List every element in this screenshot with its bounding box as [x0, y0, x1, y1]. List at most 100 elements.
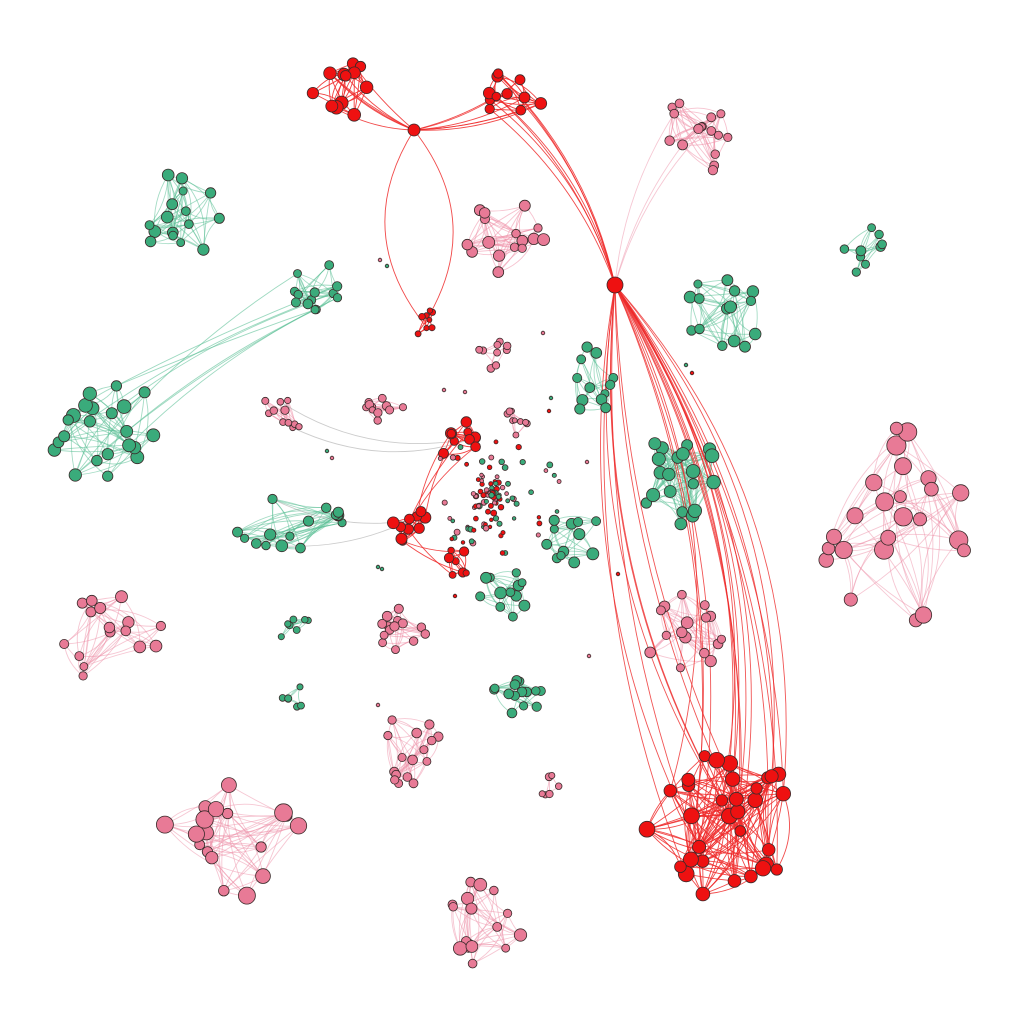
graph-node-pink-left-mid [115, 590, 128, 604]
graph-edge [887, 537, 924, 616]
graph-node-pink-tiny [548, 772, 556, 780]
graph-node-green-center-right-c [573, 528, 586, 541]
graph-node-pink-upper-center [533, 223, 543, 233]
graph-node-pink-center-low [387, 715, 397, 725]
graph-node-green-right-mid [739, 340, 751, 353]
graph-node-pink-tiny [538, 790, 546, 798]
graph-node-green-bottom-center [531, 701, 542, 712]
graph-node-pink-small-c [276, 397, 285, 406]
graph-node-green-top-left [166, 198, 179, 211]
graph-edge [329, 72, 415, 131]
graph-node-pink-bottom-center [473, 877, 488, 892]
graph-node-green-right-mid [745, 295, 757, 306]
graph-node-red-center-a [460, 416, 473, 428]
graph-node-pink-left-mid [74, 651, 85, 661]
graph-node-green-left-large [146, 428, 161, 443]
graph-node-satellite [540, 330, 546, 336]
graph-node-red-center-a [438, 447, 449, 459]
graph-edge [776, 793, 790, 870]
graph-node-green-left-large [102, 470, 114, 482]
graph-edge [660, 610, 681, 668]
graph-node-center-scatter [556, 479, 562, 484]
graph-node-pink-top-right [677, 139, 688, 151]
graph-node-green-top-left [168, 230, 178, 241]
graph-node-center-scatter [457, 444, 464, 451]
graph-node-pink-center-mid [408, 636, 419, 646]
graph-node-center-scatter [504, 491, 509, 496]
graph-node-red-center-b [413, 522, 425, 534]
graph-node-red-top-left [306, 87, 319, 100]
graph-edge [392, 718, 430, 725]
graph-node-pink-upper-center [492, 266, 505, 278]
graph-node-green-left-low [295, 542, 306, 554]
graph-node-green-left-mid [324, 260, 335, 271]
graph-node-pink-small-a [475, 345, 484, 354]
graph-edge [679, 775, 772, 867]
graph-node-green-right-mid [728, 285, 741, 297]
graph-node-center-scatter [513, 500, 520, 507]
graph-node-green-center-right-b [651, 451, 666, 466]
graph-node-center-scatter [536, 515, 542, 520]
graph-node-center-scatter [468, 538, 475, 545]
graph-node-center-scatter [486, 464, 493, 470]
graph-node-red-top-right [484, 103, 495, 115]
graph-node-green-left-low [321, 502, 332, 514]
graph-node-green-center-right-b [663, 485, 677, 498]
graph-node-green-right-mid [721, 274, 734, 287]
graph-node-center-scatter [464, 461, 470, 467]
graph-node-green-right-top [867, 223, 876, 233]
graph-node-center-scatter [449, 454, 457, 461]
graph-edge [211, 815, 287, 859]
graph-edge [496, 96, 616, 286]
graph-node-red-bottom-right [747, 792, 763, 809]
graph-node-red-top-right [514, 74, 526, 86]
graph-node-green-center-right-b [685, 464, 701, 479]
graph-node-green-left-large [91, 454, 103, 467]
graph-node-pink-small-c [261, 396, 270, 405]
graph-edge [605, 284, 723, 801]
graph-node-green-center-low [480, 571, 492, 584]
graph-node-red-center-b [386, 516, 400, 530]
graph-node-red-bottom-right [754, 860, 772, 877]
graph-node-pink-center-right [699, 600, 710, 610]
graph-node-red-bottom-right [729, 791, 744, 807]
graph-edge [679, 103, 714, 171]
graph-node-pink-top-right [669, 108, 679, 119]
graph-edge [614, 284, 752, 832]
graph-node-pink-small-d [522, 418, 530, 426]
graph-node-green-center-right-b [704, 448, 720, 464]
graph-node-satellite [586, 653, 592, 659]
graph-edge [96, 391, 145, 461]
graph-node-pink-center-low [427, 735, 437, 746]
graph-node-green-top-left [205, 187, 217, 199]
graph-edge [614, 284, 775, 777]
graph-node-pink-top-right [710, 149, 720, 159]
graph-node-green-left-mid [309, 287, 320, 298]
graph-edge [408, 528, 453, 576]
graph-node-pink-right-large [924, 481, 939, 497]
graph-node-green-small-a [292, 626, 301, 634]
graph-node-center-scatter [519, 458, 526, 466]
graph-node-green-top-left [175, 172, 189, 185]
graph-node-pink-right-large [893, 490, 907, 504]
graph-edge [391, 719, 428, 762]
graph-node-red-mid [426, 307, 433, 314]
graph-node-pink-right-large [889, 421, 904, 435]
graph-node-center-scatter [447, 516, 453, 521]
graph-node-center-scatter [477, 488, 484, 495]
graph-node-green-center-right-c [556, 550, 566, 561]
graph-node-pink-center-right [699, 647, 710, 659]
graph-edge [729, 779, 735, 881]
graph-node-pink-center-mid [391, 645, 400, 654]
graph-edge [54, 444, 130, 451]
graph-node-pink-center-right [661, 630, 671, 641]
graph-node-green-left-low [232, 526, 243, 538]
graph-node-red-top-right [493, 68, 504, 79]
graph-node-pink-top-right [674, 98, 685, 109]
graph-node-green-right-top [855, 245, 867, 257]
graph-node-red-top-right [534, 97, 548, 110]
graph-node-red-top-left [340, 70, 352, 82]
graph-node-green-center-right-b [674, 517, 688, 531]
graph-edge [413, 129, 454, 325]
graph-edge [495, 96, 616, 286]
